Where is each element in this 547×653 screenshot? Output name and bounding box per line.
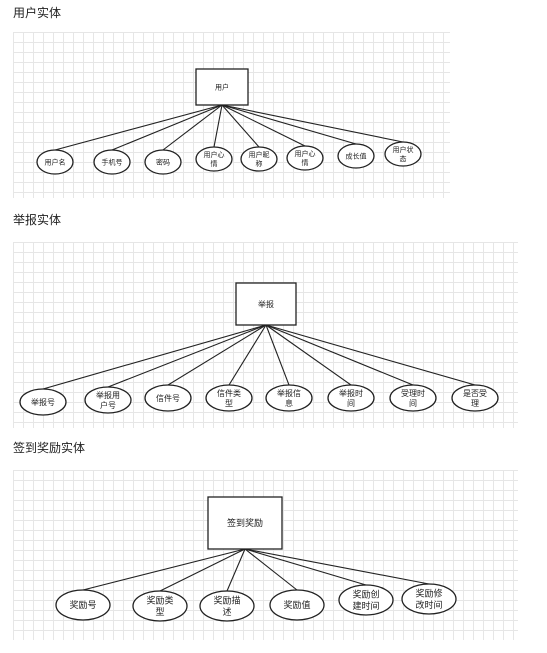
entity-label: 签到奖励 [227,517,263,529]
relation-line [221,104,260,148]
attribute-ellipse [36,149,74,175]
relation-line [265,324,476,386]
attribute-label: 用户心 [295,149,316,158]
attribute-ellipse [240,146,278,172]
attribute-label: 用户昵 [249,150,270,159]
attribute-label: 态 [400,154,407,163]
relation-line [111,104,223,151]
attribute-label: 成长值 [346,151,367,160]
attribute-label: 型 [225,399,233,408]
relation-line [228,324,267,386]
attribute-label: 改时间 [415,599,442,611]
relation-line [54,104,223,151]
attribute-ellipse [195,146,233,172]
relation-line [265,324,352,386]
attribute-label: 间 [409,399,417,408]
attribute-label: 奖励描 [213,595,240,607]
attribute-label: 受理时 [401,388,425,398]
attribute-label: 奖励值 [283,599,310,611]
relation-line [244,548,298,591]
attribute-label: 述 [222,606,231,618]
relation-line [159,548,246,592]
entity-box [195,68,249,106]
attribute-label: 信件类 [217,388,241,398]
relation-line [221,104,306,147]
attribute-ellipse [144,384,192,412]
attribute-label: 用户心 [204,150,225,159]
relation-line [265,324,414,386]
attribute-ellipse [338,584,394,616]
attribute-ellipse [384,141,422,167]
attribute-ellipse [286,145,324,171]
attribute-label: 奖励类 [146,595,173,607]
relation-line [167,324,267,386]
attribute-label: 奖励修 [415,588,442,600]
section-title-report: 举报实体 [13,213,62,227]
attribute-label: 户号 [100,400,116,410]
attribute-ellipse [144,149,182,175]
attribute-label: 用户名 [45,157,66,166]
attribute-label: 息 [285,398,293,408]
attribute-ellipse [401,583,457,615]
attribute-label: 情 [211,159,218,168]
attribute-ellipse [205,384,253,412]
attribute-label: 间 [347,399,355,408]
attribute-ellipse [265,384,313,412]
relation-line [42,324,267,390]
attribute-label: 奖励号 [69,599,96,611]
attribute-ellipse [269,589,325,621]
relation-line [82,548,246,591]
section-title-user: 用户实体 [13,6,62,20]
attribute-ellipse [199,590,255,622]
attribute-label: 举报用 [96,390,120,400]
relation-line [213,104,223,148]
attribute-ellipse [132,590,188,622]
entity-box [207,496,283,550]
relation-line [221,104,357,145]
section-title-reward: 签到奖励实体 [13,441,86,455]
attribute-ellipse [55,589,111,621]
attribute-label: 信件号 [156,393,180,403]
attribute-ellipse [451,384,499,412]
attribute-label: 举报时 [339,388,363,398]
attribute-label: 称 [256,159,263,168]
attribute-label: 建时间 [352,600,379,612]
attribute-label: 型 [155,607,164,618]
attribute-label: 密码 [156,157,170,166]
relation-line [226,548,246,592]
attribute-label: 情 [302,158,309,167]
attribute-label: 手机号 [102,157,123,166]
attribute-label: 奖励创 [352,589,379,601]
entity-box [235,282,297,326]
attribute-ellipse [327,384,375,412]
entity-label: 举报 [258,299,274,309]
attribute-ellipse [389,384,437,412]
attribute-label: 理 [471,399,479,408]
attribute-ellipse [84,386,132,414]
relation-line [265,324,290,386]
attribute-ellipse [19,388,67,416]
attribute-ellipse [93,149,131,175]
relation-line [107,324,267,388]
attribute-label: 举报号 [31,397,55,407]
attribute-label: 用户状 [393,145,414,154]
attribute-label: 是否受 [463,388,487,398]
relation-line [162,104,223,151]
entity-label: 用户 [215,82,229,91]
relation-line [244,548,430,585]
attribute-label: 举报信 [277,388,301,398]
attribute-ellipse [337,143,375,169]
relation-line [244,548,367,586]
relation-line [221,104,404,143]
